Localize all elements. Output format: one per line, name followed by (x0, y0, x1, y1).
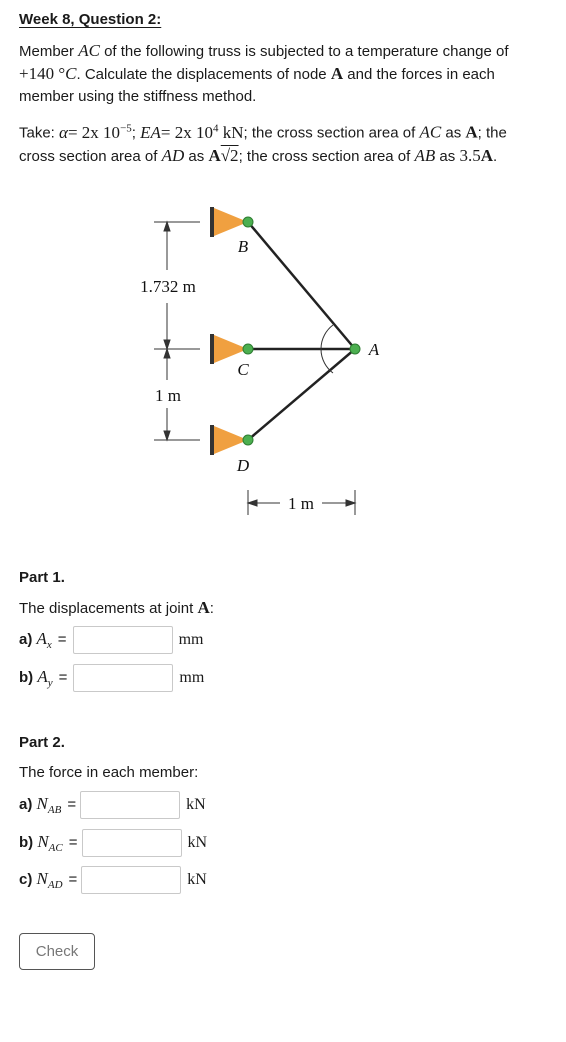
ax-unit: mm (178, 631, 204, 648)
answer-label-nab: a) NAB= (19, 794, 77, 816)
answer-label-nad: c) NAD= (19, 869, 78, 891)
dim-label-vertical-bottom: 1 m (155, 386, 181, 405)
check-button[interactable]: Check (19, 933, 95, 970)
answer-label-nac: b) NAC= (19, 832, 78, 854)
question-intro: Member AC of the following truss is subj… (19, 41, 509, 105)
answer-label-ay: b) Ay= (19, 667, 68, 689)
member-ad (247, 348, 356, 441)
nab-unit: kN (186, 796, 206, 813)
part2-text: The force in each member: (19, 764, 199, 781)
nad-input[interactable] (81, 866, 182, 894)
support-d (210, 425, 248, 455)
nac-input[interactable] (81, 829, 182, 857)
dim-label-horizontal: 1 m (288, 494, 314, 513)
node-d-label: D (236, 456, 250, 475)
dimension-lines (154, 220, 357, 515)
node-d-marker (242, 434, 254, 446)
answer-row-nab: a) NAB= kN (19, 791, 206, 819)
truss-diagram: 1.732 m 1 m 1 m B C D A (140, 207, 380, 515)
answer-row-nad: c) NAD= kN (19, 866, 207, 894)
answer-label-ax: a) Ax= (19, 629, 67, 651)
part1-title: Part 1. (19, 569, 65, 586)
dim-label-vertical-top: 1.732 m (140, 277, 196, 296)
ay-input[interactable] (73, 664, 174, 692)
node-a-marker (349, 343, 361, 355)
node-b-label: B (238, 237, 249, 256)
ay-unit: mm (179, 669, 205, 686)
node-c-label: C (237, 360, 249, 379)
answer-row-ax: a) Ax= mm (19, 626, 203, 654)
nab-input[interactable] (80, 791, 181, 819)
nac-unit: kN (187, 834, 208, 851)
question-given-values: Take: α= 2x 10−5; EA= 2x 104 kN; the cro… (19, 122, 507, 165)
angle-arc (320, 324, 334, 374)
support-b (210, 207, 248, 237)
member-ab (247, 221, 356, 350)
answer-row-ay: b) Ay= mm (19, 664, 204, 692)
part1-text: The displacements at joint A: (19, 598, 214, 617)
node-b-marker (242, 216, 254, 228)
question-title: Week 8, Question 2: (19, 11, 162, 28)
answer-row-nac: b) NAC= kN (19, 829, 207, 857)
part2-title: Part 2. (19, 734, 65, 751)
truss-members (247, 221, 356, 441)
node-a-label: A (368, 340, 380, 359)
support-c (210, 334, 248, 364)
node-c-marker (242, 343, 254, 355)
nad-unit: kN (187, 871, 207, 888)
ax-input[interactable] (72, 626, 173, 654)
